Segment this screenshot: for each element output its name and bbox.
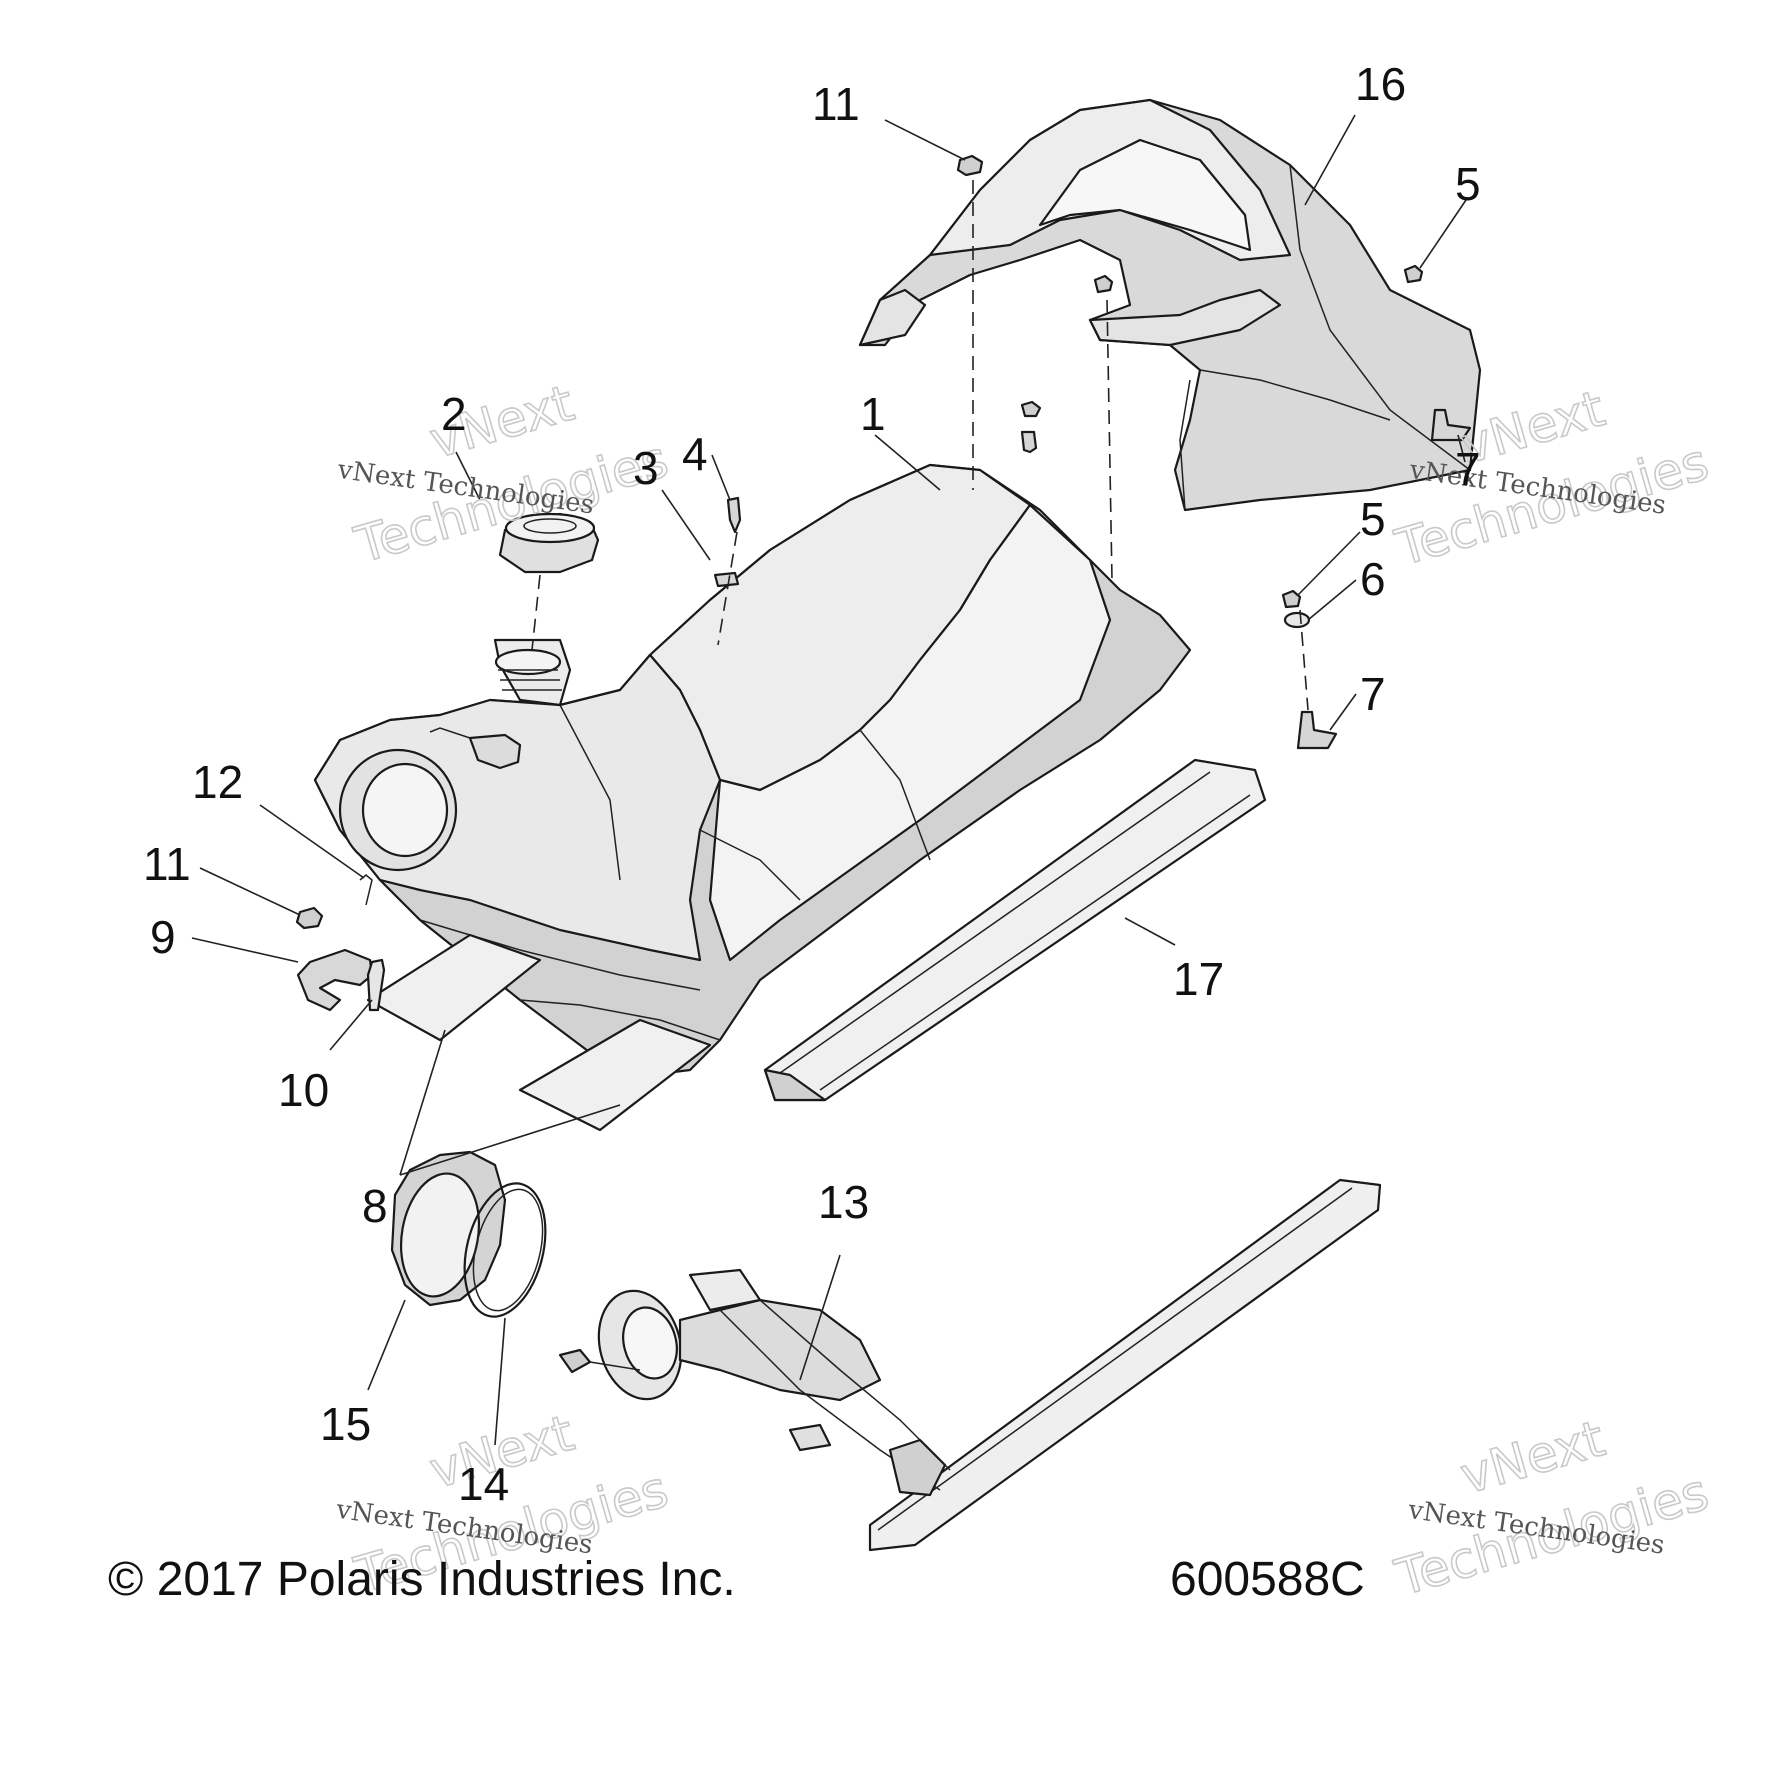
callout-6: 6 xyxy=(1360,553,1386,605)
callout-14: 14 xyxy=(458,1458,509,1510)
figure-number: 600588C xyxy=(1170,1553,1365,1606)
callout-5-top: 5 xyxy=(1455,158,1481,210)
callout-5-right: 5 xyxy=(1360,493,1386,545)
callout-12: 12 xyxy=(192,756,243,808)
seal-ring-part-14 xyxy=(463,1182,547,1318)
trim-strip-part-17 xyxy=(763,758,1267,1102)
fuel-tank-part-1 xyxy=(313,463,1192,1077)
callout-3: 3 xyxy=(633,442,659,494)
pads-part-8 xyxy=(366,933,712,1132)
callout-13: 13 xyxy=(818,1176,869,1228)
seat-pan-part-16 xyxy=(858,98,1482,512)
callout-10: 10 xyxy=(278,1064,329,1116)
callout-16: 16 xyxy=(1355,58,1406,110)
callout-1: 1 xyxy=(860,388,886,440)
callout-9: 9 xyxy=(150,911,176,963)
callout-8: 8 xyxy=(362,1180,388,1232)
copyright-text: © 2017 Polaris Industries Inc. xyxy=(108,1553,736,1606)
lock-ring-part-15 xyxy=(390,1150,507,1307)
callout-11-left: 11 xyxy=(143,838,191,890)
fuel-pump-part-13 xyxy=(558,1178,1382,1552)
callouts: 11 16 5 1 2 3 4 5 6 7 7 17 12 11 9 10 8 … xyxy=(143,58,1481,1510)
callout-2: 2 xyxy=(441,388,467,440)
fuel-cap-part-2 xyxy=(498,512,600,574)
callout-17: 17 xyxy=(1173,953,1224,1005)
callout-11-top: 11 xyxy=(812,78,860,130)
callout-7-top: 7 xyxy=(1455,443,1481,495)
assembly-lines xyxy=(531,180,1309,711)
callout-4: 4 xyxy=(682,428,708,480)
leader-lines xyxy=(191,114,1467,1446)
callout-15: 15 xyxy=(320,1398,371,1450)
callout-7-right: 7 xyxy=(1360,668,1386,720)
svg-text:vNext: vNext xyxy=(1454,1409,1610,1505)
